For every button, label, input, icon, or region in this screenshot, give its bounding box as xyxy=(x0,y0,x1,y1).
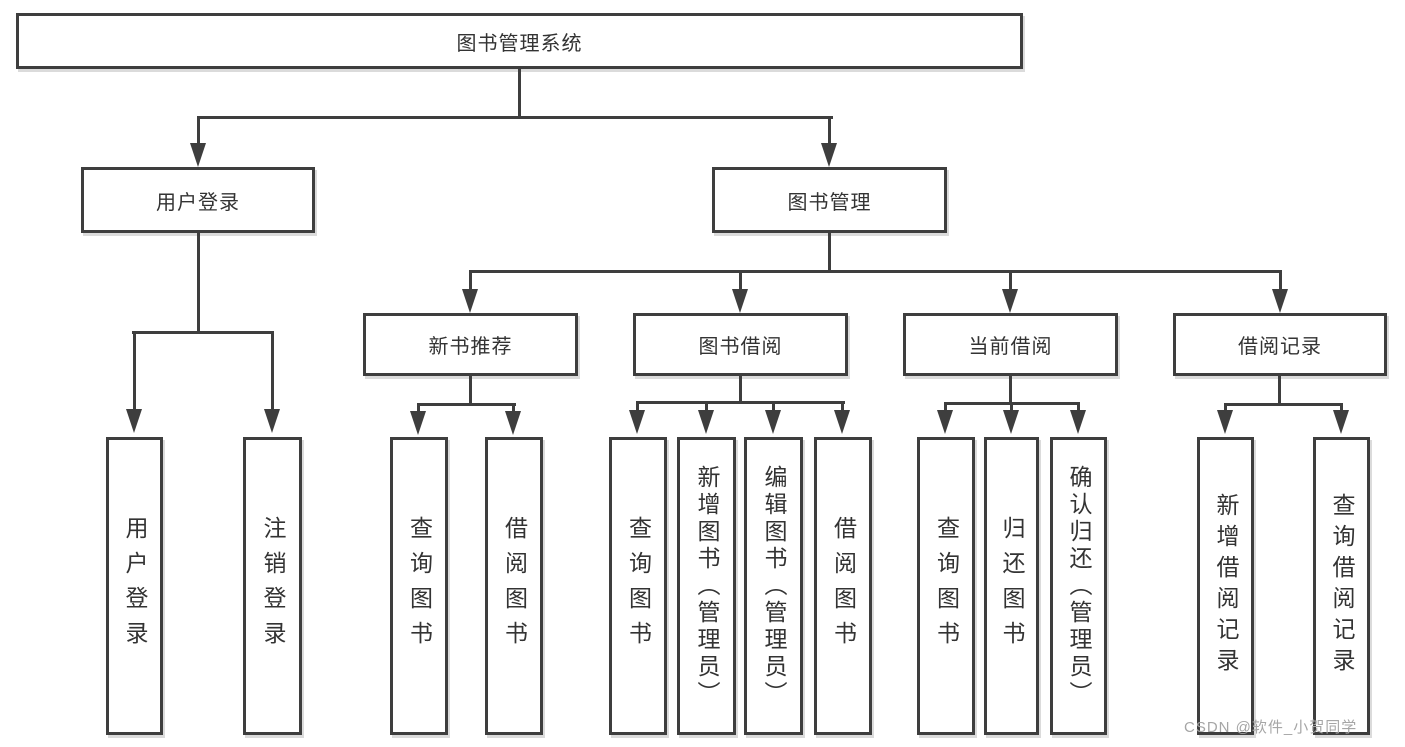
arrowhead-new-books xyxy=(462,289,478,313)
connector-user-login-split xyxy=(132,331,274,334)
connector-drop-book-mgmt xyxy=(828,118,831,146)
leaf-nb-borrow-books: 借阅图书 xyxy=(485,437,543,735)
arrowhead-current-borrow xyxy=(1002,289,1018,313)
node-book-borrow: 图书借阅 xyxy=(633,313,848,376)
leaf-br-query-record-label: 查询借阅记录 xyxy=(1329,493,1355,679)
connector-drop-bb-add xyxy=(705,403,708,411)
node-root-system: 图书管理系统 xyxy=(16,13,1023,69)
connector-borrow-records-stem xyxy=(1278,376,1281,405)
connector-drop-nb-borrow xyxy=(512,405,515,413)
csdn-watermark: CSDN @软件_小贺同学 xyxy=(1184,719,1358,736)
connector-new-books-split xyxy=(417,403,516,406)
node-root-label: 图书管理系统 xyxy=(456,32,583,55)
arrowhead-book-mgmt xyxy=(821,143,837,167)
leaf-user-login: 用户登录 xyxy=(106,437,163,735)
node-user-login-label: 用户登录 xyxy=(156,191,240,214)
leaf-cb-return-books-label: 归还图书 xyxy=(999,516,1025,656)
node-borrow-records-label: 借阅记录 xyxy=(1238,336,1322,358)
connector-drop-logout xyxy=(271,333,274,409)
arrowhead-bb-add xyxy=(698,410,714,434)
node-new-books: 新书推荐 xyxy=(363,313,578,376)
connector-book-mgmt-stem xyxy=(828,233,831,272)
connector-drop-nb-query xyxy=(417,405,420,413)
connector-drop-cb-return xyxy=(1010,404,1013,411)
arrowhead-logout xyxy=(264,409,280,433)
leaf-bb-edit-books-admin: 编辑图书（管理员） xyxy=(744,437,803,735)
connector-root-stem xyxy=(518,69,521,118)
arrowhead-book-borrow xyxy=(732,289,748,313)
node-borrow-records: 借阅记录 xyxy=(1173,313,1387,376)
connector-current-borrow-split xyxy=(944,402,1080,405)
leaf-bb-add-books-admin: 新增图书（管理员） xyxy=(677,437,736,735)
arrowhead-cb-confirm xyxy=(1070,410,1086,434)
leaf-cb-confirm-return-admin: 确认归还（管理员） xyxy=(1050,437,1107,735)
arrowhead-bb-edit xyxy=(765,410,781,434)
arrowhead-br-add xyxy=(1217,410,1233,434)
arrowhead-br-query xyxy=(1333,410,1349,434)
leaf-bb-edit-books-admin-label: 编辑图书（管理员） xyxy=(761,464,787,708)
node-current-borrow-label: 当前借阅 xyxy=(968,336,1053,358)
node-book-mgmt-label: 图书管理 xyxy=(787,191,872,214)
leaf-bb-add-books-admin-label: 新增图书（管理员） xyxy=(694,464,720,708)
connector-drop-login xyxy=(133,333,136,409)
leaf-cb-return-books: 归还图书 xyxy=(984,437,1039,735)
leaf-cb-query-books: 查询图书 xyxy=(917,437,975,735)
connector-drop-bb-query xyxy=(636,403,639,411)
connector-current-borrow-stem xyxy=(1009,376,1012,404)
leaf-cb-confirm-return-admin-label: 确认归还（管理员） xyxy=(1066,464,1092,708)
leaf-logout: 注销登录 xyxy=(243,437,302,735)
arrowhead-bb-query xyxy=(629,410,645,434)
connector-drop-bb-edit xyxy=(772,403,775,411)
connector-user-login-stem xyxy=(197,233,200,333)
leaf-bb-borrow-books-label: 借阅图书 xyxy=(830,516,857,656)
connector-book-borrow-stem xyxy=(739,376,742,403)
node-current-borrow: 当前借阅 xyxy=(903,313,1118,376)
connector-borrow-records-split xyxy=(1224,403,1343,406)
arrowhead-cb-return xyxy=(1003,410,1019,434)
arrowhead-user-login xyxy=(190,143,206,167)
connector-root-split xyxy=(197,116,833,119)
connector-book-borrow-split xyxy=(636,401,845,404)
arrowhead-cb-query xyxy=(937,410,953,434)
node-new-books-label: 新书推荐 xyxy=(428,336,513,358)
leaf-logout-label: 注销登录 xyxy=(260,516,286,656)
leaf-nb-query-books: 查询图书 xyxy=(390,437,448,735)
connector-new-books-stem xyxy=(469,376,472,405)
node-book-borrow-label: 图书借阅 xyxy=(698,336,783,358)
connector-drop-cb-query xyxy=(944,404,947,411)
leaf-bb-borrow-books: 借阅图书 xyxy=(814,437,872,735)
connector-drop-book-borrow xyxy=(739,272,742,290)
node-user-login-branch: 用户登录 xyxy=(81,167,315,233)
leaf-br-query-record: 查询借阅记录 xyxy=(1313,437,1370,735)
connector-drop-user-login xyxy=(197,118,200,146)
connector-drop-br-query xyxy=(1340,405,1343,411)
connector-drop-br-add xyxy=(1224,405,1227,411)
node-book-mgmt-branch: 图书管理 xyxy=(712,167,947,233)
arrowhead-borrow-records xyxy=(1272,289,1288,313)
connector-drop-borrow-records xyxy=(1279,272,1282,290)
leaf-bb-query-books-label: 查询图书 xyxy=(625,516,652,656)
leaf-br-add-record: 新增借阅记录 xyxy=(1197,437,1254,735)
leaf-bb-query-books: 查询图书 xyxy=(609,437,667,735)
arrowhead-nb-borrow xyxy=(505,411,521,435)
leaf-cb-query-books-label: 查询图书 xyxy=(933,516,960,656)
arrowhead-bb-borrow xyxy=(834,410,850,434)
connector-drop-cb-confirm xyxy=(1077,404,1080,411)
connector-drop-bb-borrow xyxy=(841,403,844,411)
leaf-nb-query-books-label: 查询图书 xyxy=(406,516,433,656)
connector-drop-new-books xyxy=(469,272,472,290)
arrowhead-nb-query xyxy=(410,411,426,435)
leaf-br-add-record-label: 新增借阅记录 xyxy=(1213,493,1239,679)
leaf-user-login-label: 用户登录 xyxy=(122,516,148,656)
connector-book-mgmt-split xyxy=(469,270,1282,273)
arrowhead-login xyxy=(126,409,142,433)
leaf-nb-borrow-books-label: 借阅图书 xyxy=(501,516,528,656)
connector-drop-current-borrow xyxy=(1009,272,1012,290)
